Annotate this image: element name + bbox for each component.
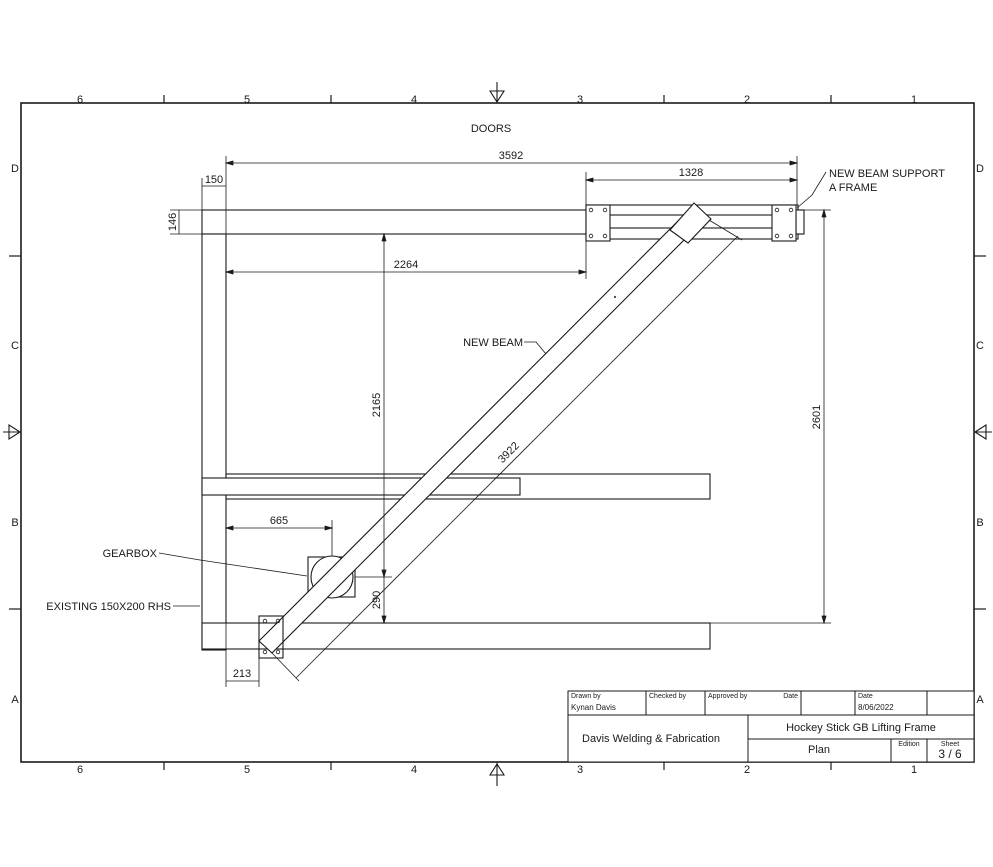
zone-ticks	[9, 95, 986, 770]
row-label-left: B	[11, 517, 18, 529]
a-frame-end	[795, 209, 805, 235]
row-label-right: C	[976, 340, 984, 352]
column-label-top: 4	[411, 94, 417, 106]
sheet-number: 3 / 6	[938, 747, 962, 761]
sheet-border	[20, 102, 975, 763]
column-label-bottom: 6	[77, 764, 83, 776]
date-label-2: Date	[858, 693, 873, 700]
dimension-values: 3592 1328 150 146 2264 2165 2601 3922 66…	[167, 150, 823, 680]
label-new-beam: NEW BEAM	[463, 337, 523, 349]
approved-by-label: Approved by	[708, 693, 748, 700]
centering-arrows	[3, 82, 992, 786]
column-label-top: 1	[911, 94, 917, 106]
base-plate-right	[771, 204, 797, 242]
base-plate-left	[585, 204, 611, 242]
view-name: Plan	[808, 744, 830, 756]
column-label-top: 2	[744, 94, 750, 106]
column-label-bottom: 5	[244, 764, 250, 776]
drawn-by-label: Drawn by	[571, 693, 601, 700]
row-label-right: B	[976, 517, 983, 529]
column-label-bottom: 4	[411, 764, 417, 776]
column-label-bottom: 3	[577, 764, 583, 776]
date-label-1: Date	[783, 693, 798, 700]
column-label-bottom: 1	[911, 764, 917, 776]
title-block	[567, 690, 975, 763]
middle-rail-short	[201, 477, 521, 496]
dim-2601: 2601	[811, 405, 823, 429]
annotations: DOORS NEW BEAM SUPPORT A FRAME NEW BEAM …	[46, 123, 945, 613]
dim-290: 290	[371, 591, 383, 609]
company-name: Davis Welding & Fabrication	[582, 733, 720, 745]
dim-150: 150	[205, 174, 223, 186]
date-value: 8/06/2022	[858, 703, 894, 712]
dim-2165: 2165	[371, 393, 383, 417]
row-label-left: A	[11, 694, 19, 706]
dim-1328: 1328	[679, 167, 703, 179]
label-new-beam-support: NEW BEAM SUPPORT	[829, 168, 945, 180]
label-gearbox: GEARBOX	[103, 548, 158, 560]
label-doors: DOORS	[471, 123, 511, 135]
row-label-right: A	[976, 694, 984, 706]
column-label-bottom: 2	[744, 764, 750, 776]
dim-213: 213	[233, 668, 251, 680]
label-existing-rhs: EXISTING 150X200 RHS	[46, 601, 171, 613]
dimension-lines	[158, 156, 831, 687]
dim-665: 665	[270, 515, 288, 527]
column-label-top: 6	[77, 94, 83, 106]
beam-foot-plate	[258, 615, 284, 659]
dim-146: 146	[167, 213, 179, 231]
row-label-left: D	[11, 163, 19, 175]
column-label-top: 5	[244, 94, 250, 106]
row-label-right: D	[976, 163, 984, 175]
drawing-title: Hockey Stick GB Lifting Frame	[786, 722, 936, 734]
dim-2264: 2264	[394, 259, 418, 271]
row-label-left: C	[11, 340, 19, 352]
zone-labels: 6 5 4 3 2 1 6 5 4 3 2 1 D C B A D C B A	[11, 94, 984, 776]
title-block-text: Drawn by Kynan Davis Checked by Approved…	[571, 693, 962, 761]
column-label-top: 3	[577, 94, 583, 106]
left-post	[201, 233, 227, 651]
dim-3592: 3592	[499, 150, 523, 162]
drawn-by-value: Kynan Davis	[571, 703, 616, 712]
dim-3922: 3922	[496, 440, 522, 466]
checked-by-label: Checked by	[649, 693, 686, 700]
new-beam	[258, 202, 712, 654]
edition-label: Edition	[898, 741, 920, 748]
label-a-frame: A FRAME	[829, 182, 877, 194]
sheet-label: Sheet	[941, 741, 959, 748]
